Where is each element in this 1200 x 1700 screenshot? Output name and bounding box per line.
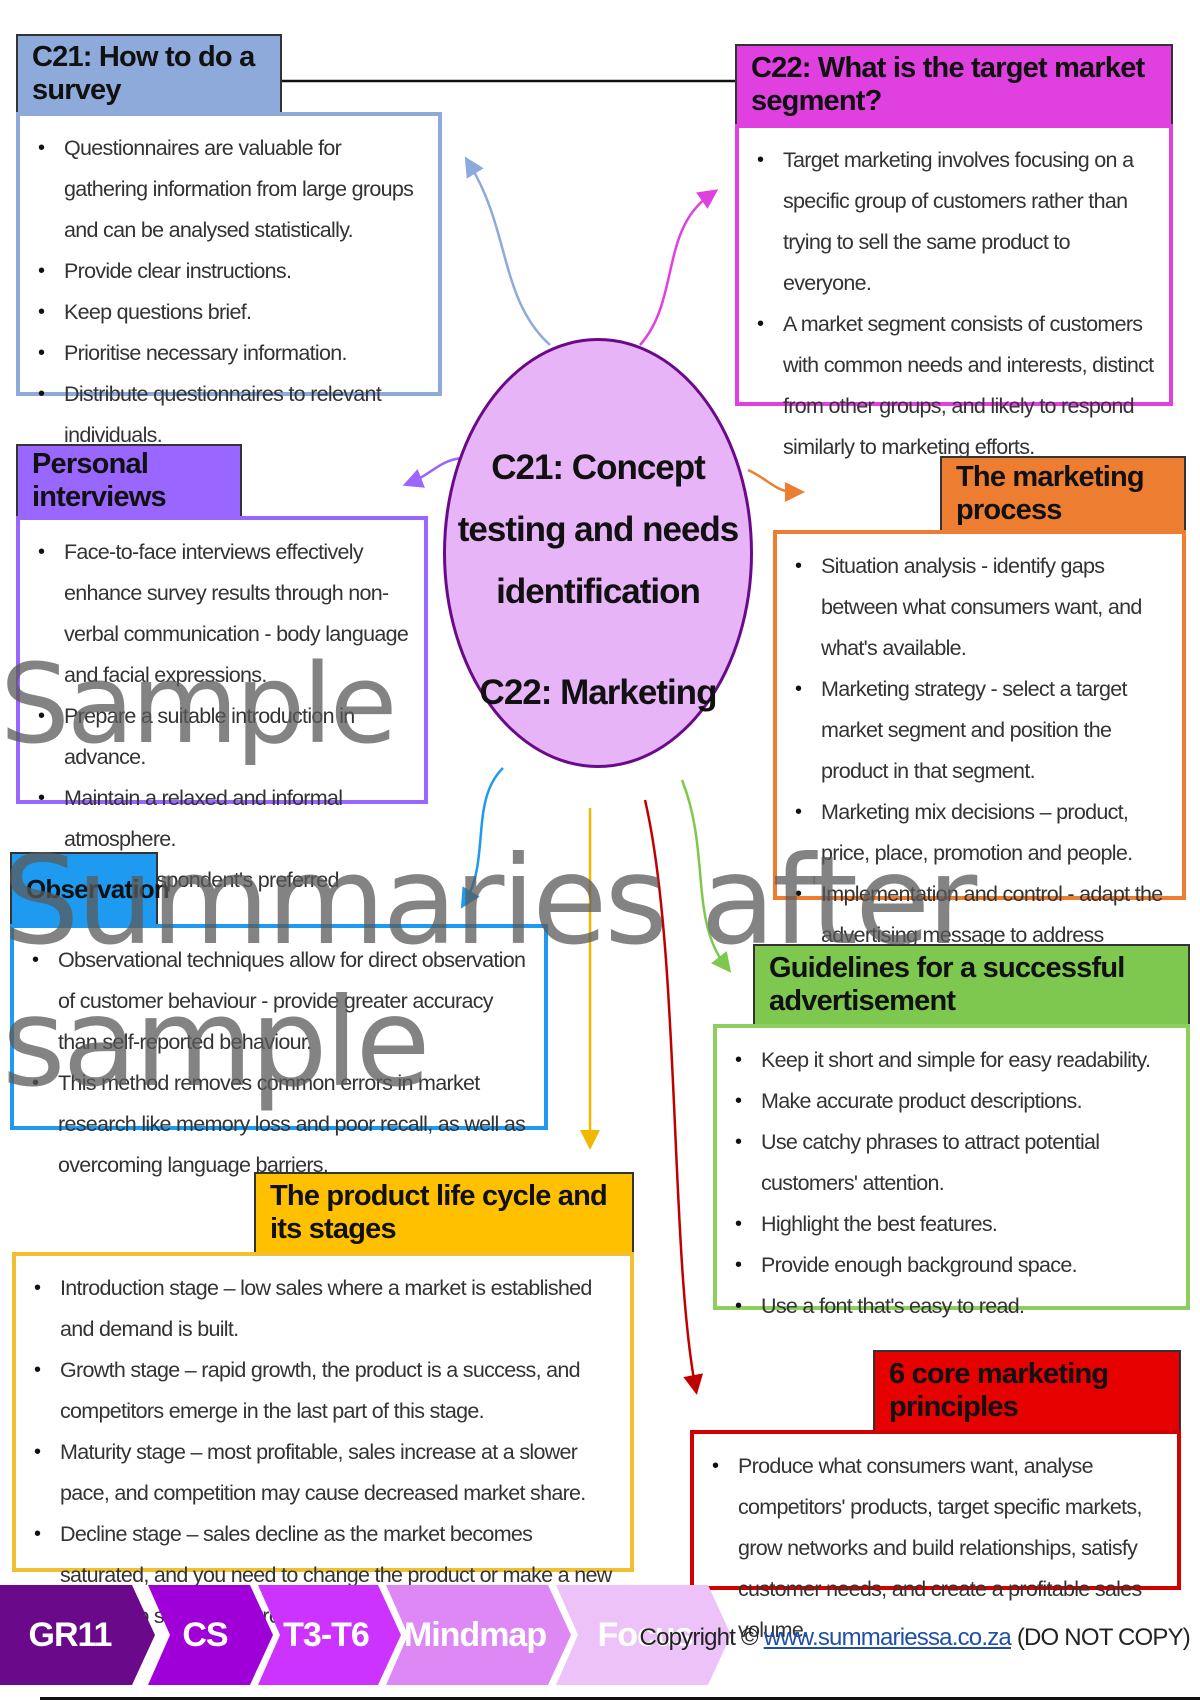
list-item: Observational techniques allow for direc… bbox=[32, 940, 530, 1063]
list-item: Prioritise necessary information. bbox=[38, 333, 424, 374]
life-cycle-panel: Introduction stage – low sales where a m… bbox=[12, 1252, 634, 1628]
principles-title: 6 core marketing principles bbox=[873, 1350, 1181, 1430]
target-market-panel: Target marketing involves focusing on a … bbox=[735, 124, 1173, 459]
list-item: Use catchy phrases to attract potential … bbox=[735, 1122, 1172, 1204]
central-topic-line: C21: Concept bbox=[491, 448, 706, 487]
list-item: Maturity stage – most profitable, sales … bbox=[34, 1432, 616, 1514]
connector-observation bbox=[460, 767, 504, 909]
list-item: Produce what consumers want, analyse com… bbox=[712, 1446, 1163, 1651]
chevron-shape bbox=[386, 1585, 571, 1685]
interviews-panel: Face-to-face interviews effectively enha… bbox=[16, 516, 428, 933]
connector-target-market bbox=[639, 189, 719, 346]
copyright-suffix: (DO NOT COPY) bbox=[1010, 1624, 1191, 1651]
list-item: Make accurate product descriptions. bbox=[735, 1081, 1172, 1122]
breadcrumb: GR11 CS T3-T6 Mindmap Focus bbox=[0, 1585, 731, 1685]
list-item: Distribute questionnaires to relevant in… bbox=[38, 374, 424, 456]
copyright-prefix: Copyright © bbox=[639, 1624, 764, 1651]
principles-panel: Produce what consumers want, analyse com… bbox=[690, 1430, 1181, 1642]
website-link[interactable]: www.summariessa.co.za bbox=[763, 1624, 1012, 1651]
central-topic: C21: Concept testing and needs identific… bbox=[443, 338, 753, 768]
list-item: Maintain a relaxed and informal atmosphe… bbox=[38, 778, 410, 860]
footer-divider bbox=[40, 1697, 1200, 1700]
central-topic-line: testing and needs bbox=[457, 510, 740, 549]
list-item: Growth stage – rapid growth, the product… bbox=[34, 1350, 616, 1432]
connector-survey bbox=[464, 156, 551, 346]
breadcrumb-item-mindmap[interactable]: Mindmap bbox=[378, 1585, 571, 1685]
breadcrumb-label: Focus bbox=[597, 1615, 693, 1654]
list-item: Prepare a suitable introduction in advan… bbox=[38, 696, 410, 778]
chevron-shape bbox=[148, 1585, 273, 1685]
interviews-title: Personal interviews bbox=[16, 444, 242, 516]
list-item: Face-to-face interviews effectively enha… bbox=[38, 532, 410, 696]
list-item: Keep questions brief. bbox=[38, 292, 424, 333]
chevron-shape bbox=[556, 1585, 731, 1685]
list-item: Highlight the best features. bbox=[735, 1204, 1172, 1245]
marketing-process-title: The marketing process bbox=[940, 456, 1186, 530]
survey-list: Questionnaires are valuable for gatherin… bbox=[34, 128, 424, 456]
list-item: Provide enough background space. bbox=[735, 1245, 1172, 1286]
central-topic-line: identification bbox=[496, 572, 701, 611]
observation-panel: Observational techniques allow for direc… bbox=[10, 924, 548, 1177]
survey-panel: Questionnaires are valuable for gatherin… bbox=[16, 112, 442, 447]
list-item: Marketing mix decisions – product, price… bbox=[795, 792, 1168, 874]
list-item: Keep it short and simple for easy readab… bbox=[735, 1040, 1172, 1081]
breadcrumb-label: CS bbox=[182, 1615, 228, 1654]
life-cycle-title: The product life cycle and its stages bbox=[254, 1172, 634, 1252]
connector-advertisement bbox=[680, 779, 732, 973]
connector-principles bbox=[643, 799, 704, 1395]
marketing-process-panel: Situation analysis - identify gaps betwe… bbox=[773, 530, 1186, 988]
target-market-title: C22: What is the target market segment? bbox=[735, 44, 1173, 124]
breadcrumb-label: Mindmap bbox=[403, 1615, 547, 1654]
list-item: Use a font that's easy to read. bbox=[735, 1286, 1172, 1327]
list-item: A market segment consists of customers w… bbox=[757, 304, 1155, 468]
list-item: Provide clear instructions. bbox=[38, 251, 424, 292]
breadcrumb-item-terms[interactable]: T3-T6 bbox=[250, 1585, 401, 1685]
central-topic-subtitle: C22: Marketing bbox=[479, 673, 718, 712]
list-item: Questionnaires are valuable for gatherin… bbox=[38, 128, 424, 251]
breadcrumb-item-grade[interactable]: GR11 bbox=[0, 1585, 155, 1685]
breadcrumb-label: T3-T6 bbox=[283, 1615, 370, 1654]
copyright-notice: Copyright © www.summariessa.co.za (DO NO… bbox=[639, 1624, 1191, 1652]
breadcrumb-item-focus[interactable]: Focus bbox=[548, 1585, 731, 1685]
breadcrumb-item-subject[interactable]: CS bbox=[140, 1585, 273, 1685]
advertisement-panel: Keep it short and simple for easy readab… bbox=[713, 1024, 1190, 1327]
observation-title: Observation bbox=[10, 852, 170, 924]
chevron-shape bbox=[258, 1585, 401, 1685]
survey-title: C21: How to do a survey bbox=[16, 34, 282, 112]
list-item: Target marketing involves focusing on a … bbox=[757, 140, 1155, 304]
chevron-shape bbox=[0, 1585, 155, 1685]
list-item: Marketing strategy - select a target mar… bbox=[795, 669, 1168, 792]
list-item: Introduction stage – low sales where a m… bbox=[34, 1268, 616, 1350]
connector-marketing-process bbox=[747, 468, 805, 502]
list-item: Situation analysis - identify gaps betwe… bbox=[795, 546, 1168, 669]
advertisement-title: Guidelines for a successful advertisemen… bbox=[753, 944, 1190, 1024]
list-item: This method removes common errors in mar… bbox=[32, 1063, 530, 1186]
breadcrumb-label: GR11 bbox=[28, 1615, 113, 1654]
